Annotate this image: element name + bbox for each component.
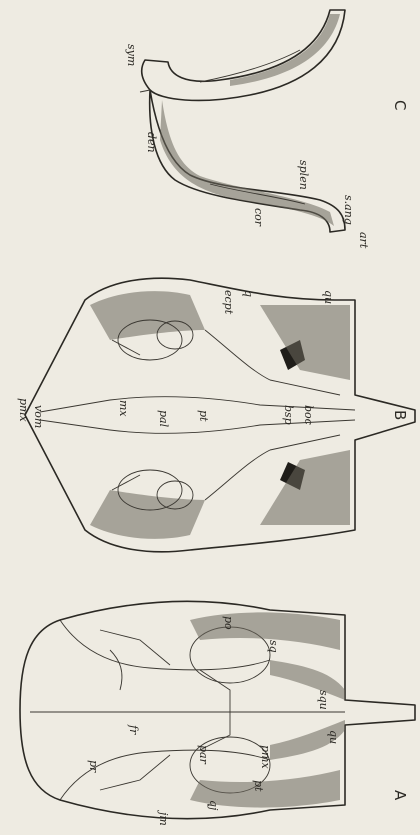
- panel-c-mandible: [140, 10, 345, 232]
- panel-a-letter: A: [391, 790, 409, 801]
- label-c-den: den: [145, 132, 158, 153]
- label-c-sang: s.ang: [342, 195, 355, 225]
- panel-a-skull-dorsal: [20, 601, 415, 818]
- label-a-pr: pr: [87, 760, 100, 773]
- label-a-pt: pt: [252, 780, 265, 792]
- label-b-mx: mx: [117, 400, 130, 417]
- label-a-pmx: pmx: [259, 745, 272, 769]
- label-b-q: q: [242, 290, 255, 297]
- panel-b-letter: B: [391, 410, 409, 420]
- label-b-qu: qu: [322, 290, 335, 304]
- label-c-art: art: [357, 232, 370, 249]
- label-b-boc: boc: [302, 405, 315, 425]
- label-a-sq: sq: [267, 640, 280, 653]
- label-b-pmx: pmx: [17, 398, 30, 422]
- label-c-splen: splen: [297, 160, 310, 190]
- label-b-bsp: bsp: [282, 405, 295, 425]
- label-a-squ: squ: [317, 690, 330, 710]
- label-b-vom: vom: [32, 405, 45, 428]
- label-a-jm: jm: [157, 809, 170, 826]
- label-a-qu: qu: [327, 730, 340, 744]
- label-a-po: po: [222, 616, 235, 630]
- label-a-fr: fr: [127, 724, 140, 735]
- label-b-pal: pal: [157, 410, 170, 428]
- label-a-par: par: [197, 745, 210, 765]
- label-c-cor: cor: [252, 208, 265, 227]
- panel-b-skull-ventral: [25, 278, 415, 552]
- label-b-ecpt: ecpt: [222, 290, 235, 315]
- label-c-sym: sym: [125, 44, 138, 66]
- label-b-pt: pt: [197, 410, 210, 422]
- label-a-qj: qj: [207, 800, 220, 811]
- panel-c-letter: C: [391, 100, 409, 110]
